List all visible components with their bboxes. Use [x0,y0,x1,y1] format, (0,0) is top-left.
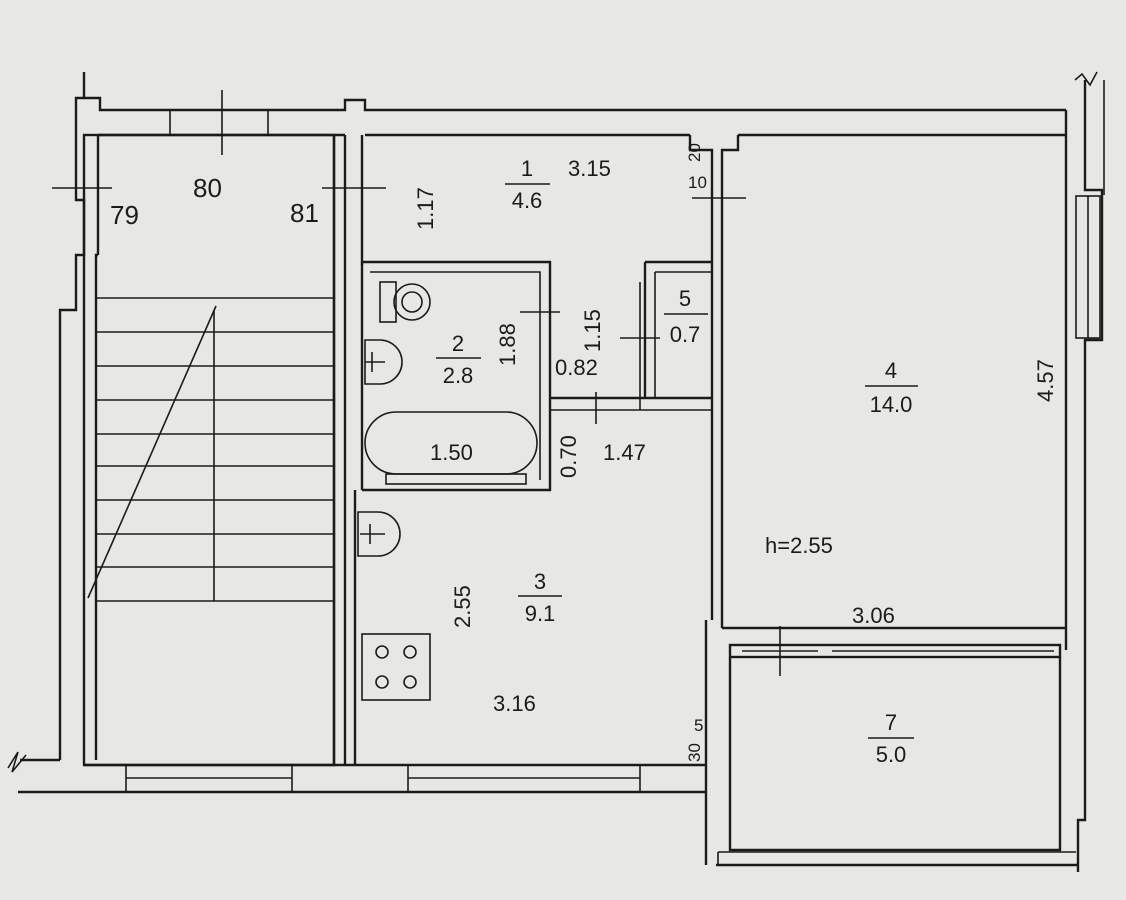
axis-label-79: 79 [110,200,139,230]
stove-icon [361,633,431,701]
stairwell [82,133,336,793]
dim-hall-depth: 1.17 [413,187,438,230]
svg-text:5.0: 5.0 [876,742,907,767]
dim-room-width: 3.06 [852,603,895,628]
svg-text:1: 1 [521,156,533,181]
dim-room-depth: 4.57 [1033,359,1058,402]
svg-text:4: 4 [885,358,897,383]
svg-text:7: 7 [885,710,897,735]
dimension-ticks [52,90,781,676]
dim-hall-width: 3.15 [568,156,611,181]
dim-wall-5: 5 [694,716,703,735]
dim-bath-length: 1.50 [430,440,473,465]
svg-text:14.0: 14.0 [870,392,913,417]
fixtures [357,281,538,701]
svg-text:9.1: 9.1 [525,601,556,626]
ceiling-height: h=2.55 [765,533,833,558]
svg-text:3: 3 [534,569,546,594]
dim-bath-depth: 1.88 [495,323,520,366]
room-label-3: 3 9.1 [518,569,562,626]
dim-kitchen-width: 3.16 [493,691,536,716]
room-label-5: 5 0.7 [664,286,708,347]
dim-wc-width: 0.82 [555,355,598,380]
dim-wc-depth: 1.15 [580,309,605,352]
room-label-2: 2 2.8 [436,331,481,388]
kitchen-sink-icon [357,511,401,557]
axis-label-81: 81 [290,198,319,228]
dim-wall-10: 10 [688,173,707,192]
dim-wall-30: 30 [685,743,704,762]
svg-text:5: 5 [679,286,691,311]
room-label-7: 7 5.0 [868,710,914,767]
room-label-1: 1 4.6 [505,156,550,213]
stair-steps [87,297,334,602]
svg-text:2: 2 [452,331,464,356]
dim-wall-20: 20 [685,143,704,162]
toilet-icon [379,281,431,323]
bathtub-icon [364,411,538,485]
dim-corridor-depth: 0.70 [556,435,581,478]
svg-text:0.7: 0.7 [670,322,701,347]
room-label-4: 4 14.0 [865,358,918,417]
bath-sink-icon [364,339,403,385]
interior-walls [343,135,1078,867]
svg-text:4.6: 4.6 [512,188,543,213]
svg-text:2.8: 2.8 [443,363,474,388]
dim-kitchen-depth: 2.55 [450,585,475,628]
dim-corridor-width: 1.47 [603,440,646,465]
axis-label-80: 80 [193,173,222,203]
